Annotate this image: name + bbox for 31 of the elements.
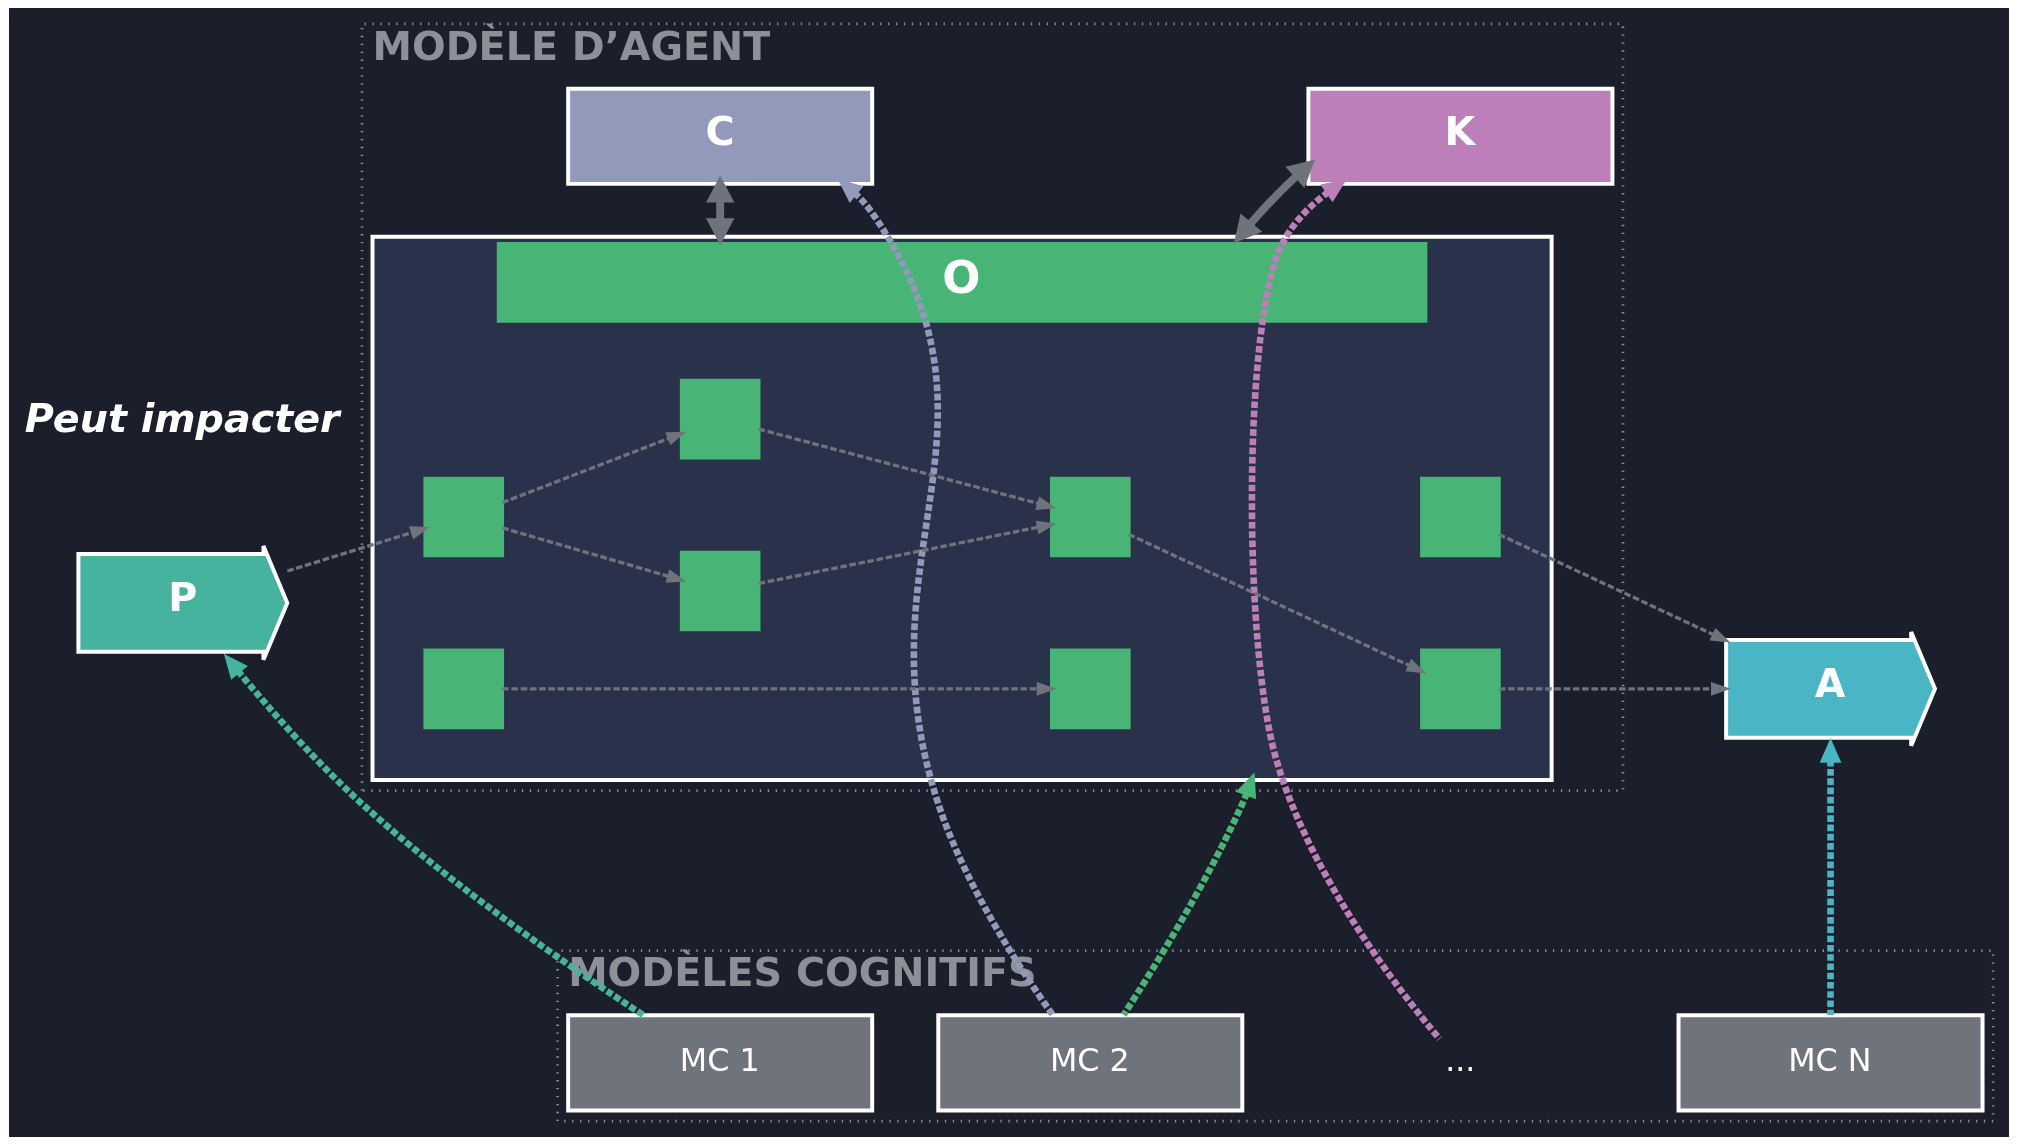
node-box: K xyxy=(1305,86,1614,186)
node-box xyxy=(679,550,760,632)
arrow xyxy=(1233,159,1315,244)
node-text: ... xyxy=(1444,1042,1475,1079)
arrow xyxy=(1248,179,1442,1041)
arrow xyxy=(1120,772,1256,1017)
label: Peut impacter xyxy=(24,394,340,441)
node-box xyxy=(1049,476,1131,558)
arrow xyxy=(1127,532,1426,674)
arrow xyxy=(501,681,1057,696)
arrow xyxy=(223,653,645,1018)
arrow xyxy=(501,526,686,583)
arrow xyxy=(501,431,686,505)
node-box: C xyxy=(565,86,874,186)
node-box xyxy=(1419,476,1501,558)
node-box xyxy=(422,476,504,558)
node-box xyxy=(422,648,504,730)
arrow xyxy=(1498,681,1731,696)
cluster: O xyxy=(370,234,1554,782)
node-box: MC 1 xyxy=(565,1013,874,1113)
arrow xyxy=(705,175,734,246)
node-box xyxy=(1049,648,1131,730)
arrow xyxy=(286,526,430,573)
arrow xyxy=(1497,532,1730,643)
arrow xyxy=(1819,737,1841,1016)
node-box xyxy=(679,378,760,460)
node-box xyxy=(1419,648,1501,730)
arrow xyxy=(757,427,1056,510)
node-box: MC N xyxy=(1676,1013,1985,1113)
node-box: MC 2 xyxy=(935,1013,1244,1113)
arrow xyxy=(757,520,1056,586)
